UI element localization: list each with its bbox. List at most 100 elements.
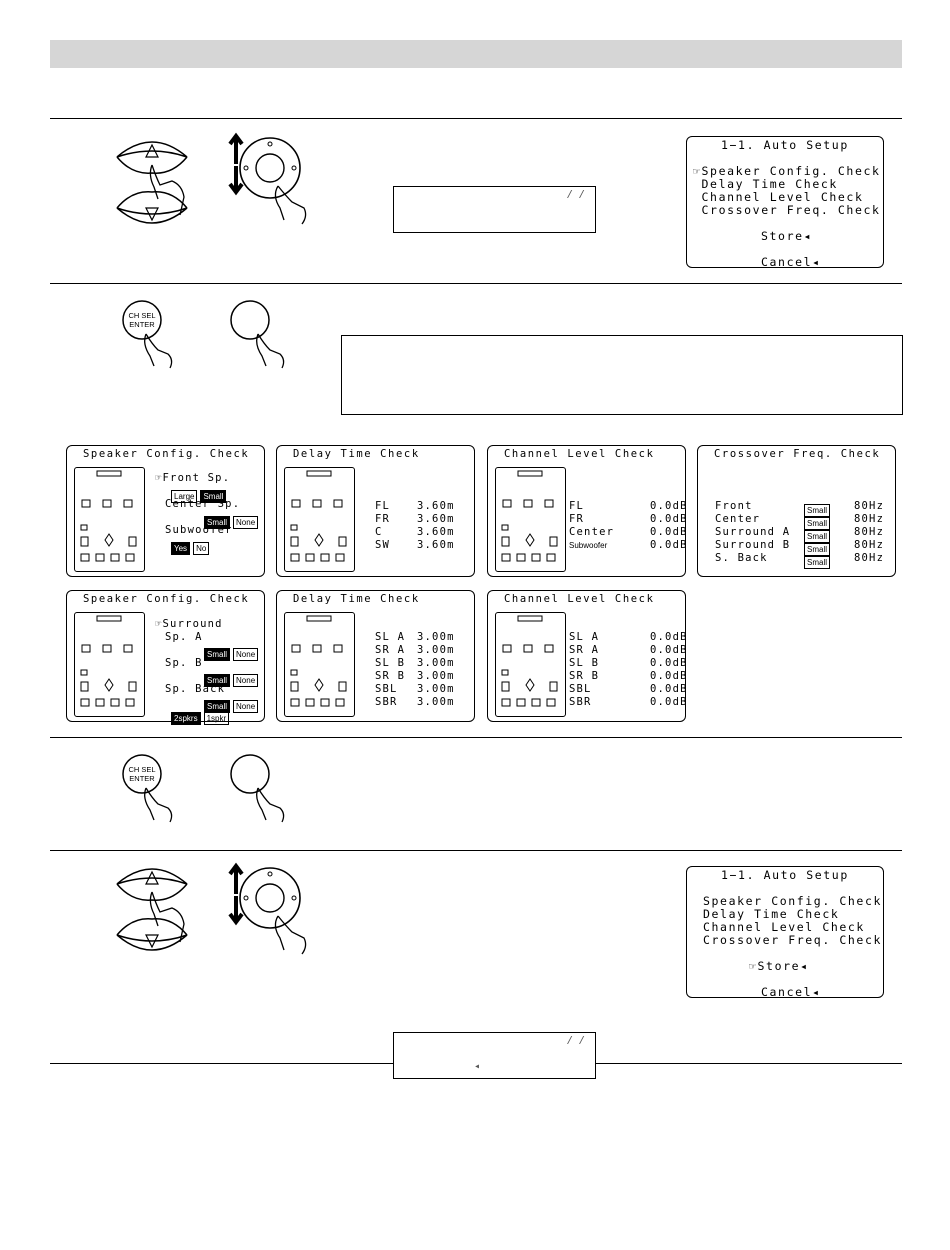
menu-item[interactable]: Channel Level Check	[703, 920, 865, 934]
channel-value: 3.00m	[417, 696, 455, 708]
back-speaker-icon	[546, 698, 556, 707]
cancel-item[interactable]: Cancel◂	[761, 985, 821, 999]
front-speaker-icon	[523, 644, 533, 653]
front-speaker-icon	[123, 499, 133, 508]
option-1spkr[interactable]: 1spkr	[203, 712, 230, 725]
option-none[interactable]: None	[233, 674, 259, 687]
size-tag[interactable]: Small	[804, 517, 831, 530]
option-small[interactable]: Small	[200, 490, 227, 503]
back-speaker-icon	[501, 553, 511, 562]
cancel-item[interactable]: Cancel◂	[761, 255, 821, 269]
display-arrow: ◂	[474, 1061, 481, 1072]
front-speaker-icon	[502, 644, 512, 653]
option-2spkrs[interactable]: 2spkrs	[171, 712, 201, 725]
channel-value: 3.00m	[417, 631, 455, 643]
option-none[interactable]: None	[233, 648, 259, 661]
freq-value: 80Hz	[854, 500, 885, 512]
channel-label: SR B	[569, 670, 600, 682]
back-speaker-icon	[531, 553, 541, 562]
surround-left-icon	[290, 536, 299, 547]
back-speaker-icon	[80, 698, 90, 707]
display-segment: / /	[566, 1035, 585, 1046]
back-speaker-icon	[546, 553, 556, 562]
channel-label: Surround A	[715, 526, 791, 538]
channel-value: 0.0dB	[650, 644, 688, 656]
channel-label: Front	[715, 500, 753, 512]
spb-label: Sp. B	[165, 657, 203, 669]
menu-item[interactable]: Delay Time Check	[703, 907, 840, 921]
back-speaker-icon	[290, 553, 300, 562]
channel-label: SBL	[569, 683, 592, 695]
option-yes[interactable]: Yes	[171, 542, 191, 555]
option-small[interactable]: Small	[204, 674, 231, 687]
screen-icon	[517, 615, 543, 622]
channel-value: 3.00m	[417, 657, 455, 669]
channel-value: 3.60m	[417, 500, 455, 512]
button-text: CH SEL	[128, 311, 155, 320]
screen-title: Channel Level Check	[504, 448, 655, 460]
size-tag[interactable]: Small	[804, 543, 831, 556]
spback-label: Sp. Back	[165, 683, 226, 695]
option-large[interactable]: Large	[171, 490, 198, 503]
speaker-layout-diagram	[495, 467, 566, 572]
freq-value: 80Hz	[854, 552, 885, 564]
menu-title: 1−1. Auto Setup	[721, 138, 849, 152]
back-speaker-icon	[320, 698, 330, 707]
store-item[interactable]: Store◂	[761, 229, 813, 243]
back-speaker-icon	[125, 553, 135, 562]
enter-button-icon	[230, 754, 285, 823]
option-none[interactable]: None	[233, 516, 259, 529]
channel-label: Center	[569, 526, 615, 538]
front-speaker-icon	[291, 644, 301, 653]
channel-value: 3.00m	[417, 683, 455, 695]
subwoofer-icon	[80, 524, 88, 531]
screen-title: Speaker Config. Check	[83, 448, 250, 460]
front-speaker-icon	[123, 644, 133, 653]
size-tag[interactable]: Small	[804, 504, 831, 517]
channel-label: FR	[375, 513, 391, 525]
surround-right-icon	[549, 536, 558, 547]
menu-item[interactable]: Crossover Freq. Check	[703, 933, 882, 947]
front-speaker-icon	[502, 499, 512, 508]
option-no[interactable]: No	[193, 542, 210, 555]
size-tag-wrap: Small	[804, 500, 833, 519]
screen-title: Speaker Config. Check	[83, 593, 250, 605]
option-none[interactable]: None	[233, 700, 259, 713]
menu-item[interactable]: ☞Speaker Config. Check	[693, 164, 881, 178]
channel-value: 0.0dB	[650, 657, 688, 669]
freq-value: 80Hz	[854, 513, 885, 525]
size-tag-wrap: Small	[804, 513, 833, 532]
speaker-layout-diagram	[74, 467, 145, 572]
spa-label: Sp. A	[165, 631, 203, 643]
screen-icon	[517, 470, 543, 477]
front-panel-display: / /	[393, 186, 596, 233]
button-text: CH SEL	[128, 765, 155, 774]
option-small[interactable]: Small	[204, 516, 231, 529]
display-segment: / /	[566, 189, 585, 200]
speaker-icons	[290, 615, 347, 707]
size-tag[interactable]: Small	[804, 530, 831, 543]
auto-setup-menu: 1−1. Auto Setup Speaker Config. Check De…	[686, 866, 884, 999]
menu-item[interactable]: Speaker Config. Check	[703, 894, 882, 908]
channel-value: 3.00m	[417, 670, 455, 682]
store-item[interactable]: ☞Store◂	[749, 959, 809, 973]
subwoofer-label: Subwoofer	[165, 524, 233, 536]
menu-item[interactable]: Crossover Freq. Check	[693, 203, 881, 217]
jog-dial-icon	[228, 132, 307, 225]
screen-icon	[306, 470, 332, 477]
menu-item[interactable]: Channel Level Check	[693, 190, 864, 204]
channel-label: SR B	[375, 670, 406, 682]
channel-value: 0.0dB	[650, 513, 688, 525]
center-sp-label: Center Sp.	[165, 498, 241, 510]
front-panel-display: / / ◂	[393, 1032, 596, 1079]
option-small[interactable]: Small	[204, 648, 231, 661]
surround-right-icon	[338, 536, 347, 547]
subwoofer-icon	[290, 524, 298, 531]
size-tag-wrap: Small	[804, 526, 833, 545]
size-tag[interactable]: Small	[804, 556, 831, 569]
button-text: ENTER	[129, 320, 155, 329]
menu-item[interactable]: Delay Time Check	[693, 177, 838, 191]
front-speaker-icon	[312, 499, 322, 508]
